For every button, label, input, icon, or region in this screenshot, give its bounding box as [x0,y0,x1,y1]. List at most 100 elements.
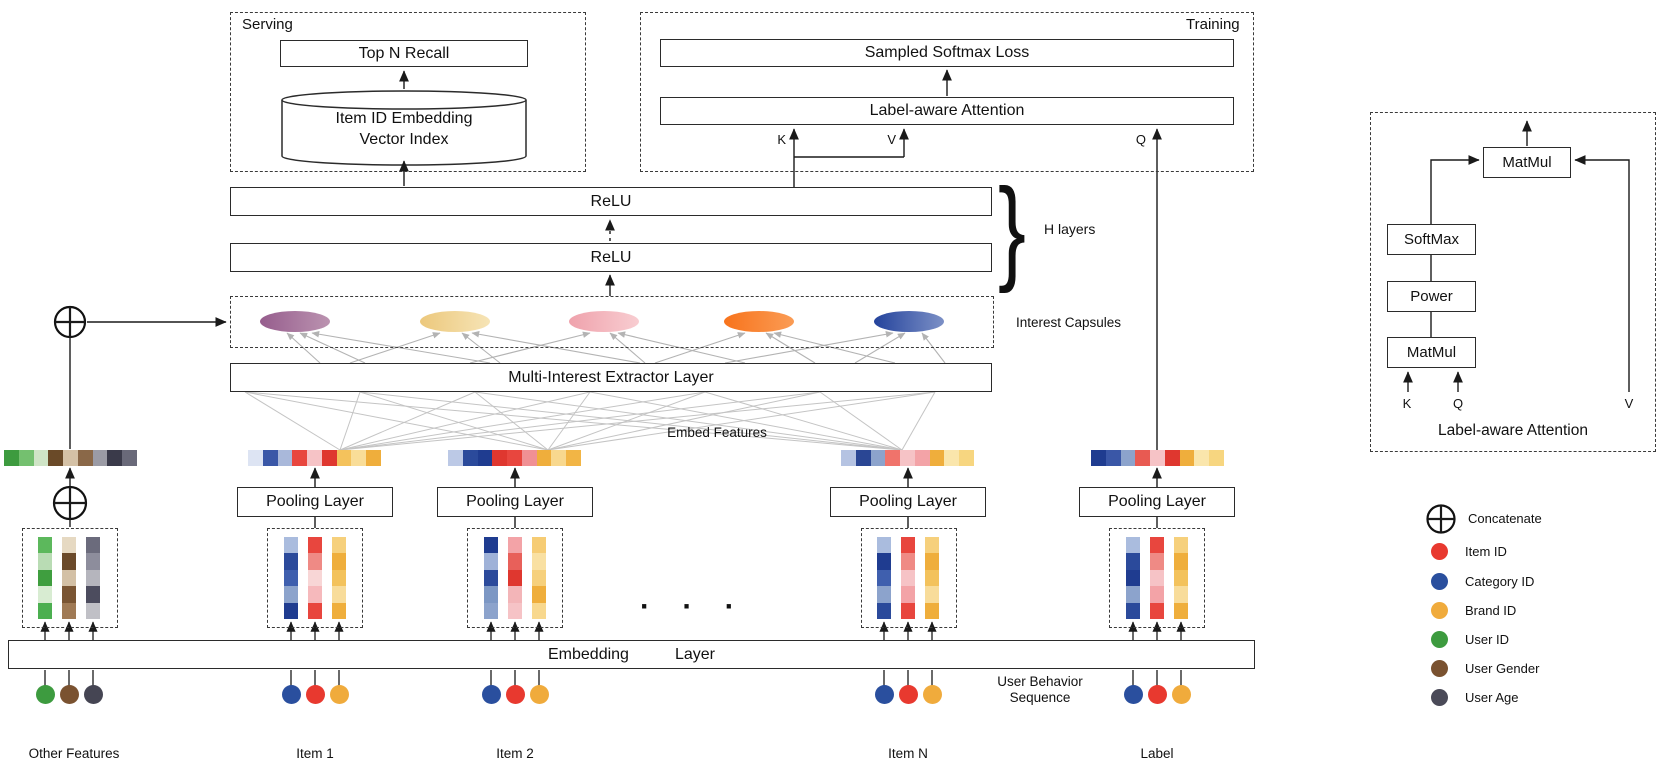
vector-cell [901,553,915,570]
legend-item: Category ID [1431,573,1534,590]
legend-item-label: User Age [1465,690,1519,705]
vector-cell [308,602,322,620]
vector-cell [532,586,546,603]
detail-q-label: Q [1452,396,1464,411]
vector-cell [925,569,939,587]
vector-cell [1174,586,1188,603]
feature-vector-label [1126,537,1140,620]
strip-cell [477,450,493,466]
detail-v-label: V [1624,396,1634,411]
legend-item: Brand ID [1431,602,1516,619]
extractor-to-embed-line [339,391,591,451]
user-behavior-line2: Sequence [1009,690,1071,705]
strip-cell [77,450,93,466]
embed-strip-item1 [248,450,382,466]
legend-dot [1431,573,1448,590]
vector-cell [901,602,915,620]
strip-cell [277,450,293,466]
user-behavior-line1: User Behavior [997,674,1083,689]
strip-cell [336,450,352,466]
multi-interest-extractor-box: Multi-Interest Extractor Layer [230,363,992,392]
extractor-to-embed-line [547,391,821,451]
vector-cell [38,537,52,554]
vector-cell [1150,602,1164,620]
strip-cell [262,450,278,466]
input-dot-item2 [481,685,501,704]
interest-capsules-box [230,296,994,348]
extractor-to-capsule-line [299,332,366,364]
legend-item: User ID [1431,631,1509,648]
vector-cell [508,537,522,554]
embed-strip-item2 [448,450,582,466]
vector-cell [1150,586,1164,603]
feature-vector-itemN [877,537,891,620]
extractor-to-capsule-line [469,331,591,364]
h-layers-label: H layers [1044,221,1096,237]
vector-cell [532,553,546,570]
legend-item: User Gender [1431,660,1539,677]
vector-cell [925,537,939,554]
legend-dot [1431,543,1448,560]
training-box [640,12,1254,172]
relu-top-box: ReLU [230,187,992,216]
top-n-recall-box: Top N Recall [280,40,528,67]
input-dot-label [1171,685,1191,704]
feature-group-box-itemN [861,528,957,628]
extractor-to-embed-line [474,391,903,451]
ellipsis-dots: · · · [640,590,747,623]
strip-cell [507,450,522,466]
feature-vector-other [62,537,76,620]
extractor-to-embed-line [547,391,936,451]
strip-cell [521,450,537,466]
input-dot-label [1123,685,1143,704]
sampled-softmax-loss-box: Sampled Softmax Loss [660,39,1234,67]
input-dot-other [83,685,103,704]
strip-cell [1194,450,1210,466]
strip-cell [566,450,582,466]
vector-cell [484,537,498,554]
vector-cell [62,537,76,554]
connector [1430,155,1480,224]
input-dot-item1 [329,685,349,704]
vector-cell [332,602,346,620]
strip-cell [292,450,308,466]
strip-cell [914,450,930,466]
interest-capsule [569,311,639,332]
detail-matmul-bottom-box: MatMul [1387,337,1476,368]
legend-dot [1431,660,1448,677]
vector-cell [1150,537,1164,554]
vector-cell [308,537,322,554]
strip-cell [448,450,463,466]
vector-cell [901,586,915,603]
strip-cell [366,450,382,466]
interest-capsule [874,311,944,332]
legend-item-label: User Gender [1465,661,1540,676]
input-dot-itemN [898,685,918,704]
vector-cell [86,602,100,620]
v-label: V [887,132,896,147]
column-label-item2: Item 2 [496,746,534,761]
embed-strip-label [1091,450,1225,466]
strip-cell [870,450,886,466]
vector-cell [38,569,52,587]
label-aware-attention-box: Label-aware Attention [660,97,1234,125]
input-dot-itemN [874,685,894,704]
detail-power-box: Power [1387,281,1476,312]
extractor-to-embed-line [474,391,549,451]
strip-cell [959,450,975,466]
strip-cell [107,450,123,466]
vector-cell [877,586,891,603]
vector-cell [877,537,891,554]
column-label-other: Other Features [28,746,120,761]
strip-cell [1164,450,1180,466]
feature-group-box-label [1109,528,1205,628]
vector-cell [1150,569,1164,587]
vector-cell [1126,537,1140,554]
vector-cell [508,586,522,603]
feature-vector-itemN [901,537,915,620]
feature-group-box-other [22,528,118,628]
vector-cell [62,602,76,620]
extractor-to-capsule-line [311,330,491,364]
training-label: Training [1186,16,1240,33]
